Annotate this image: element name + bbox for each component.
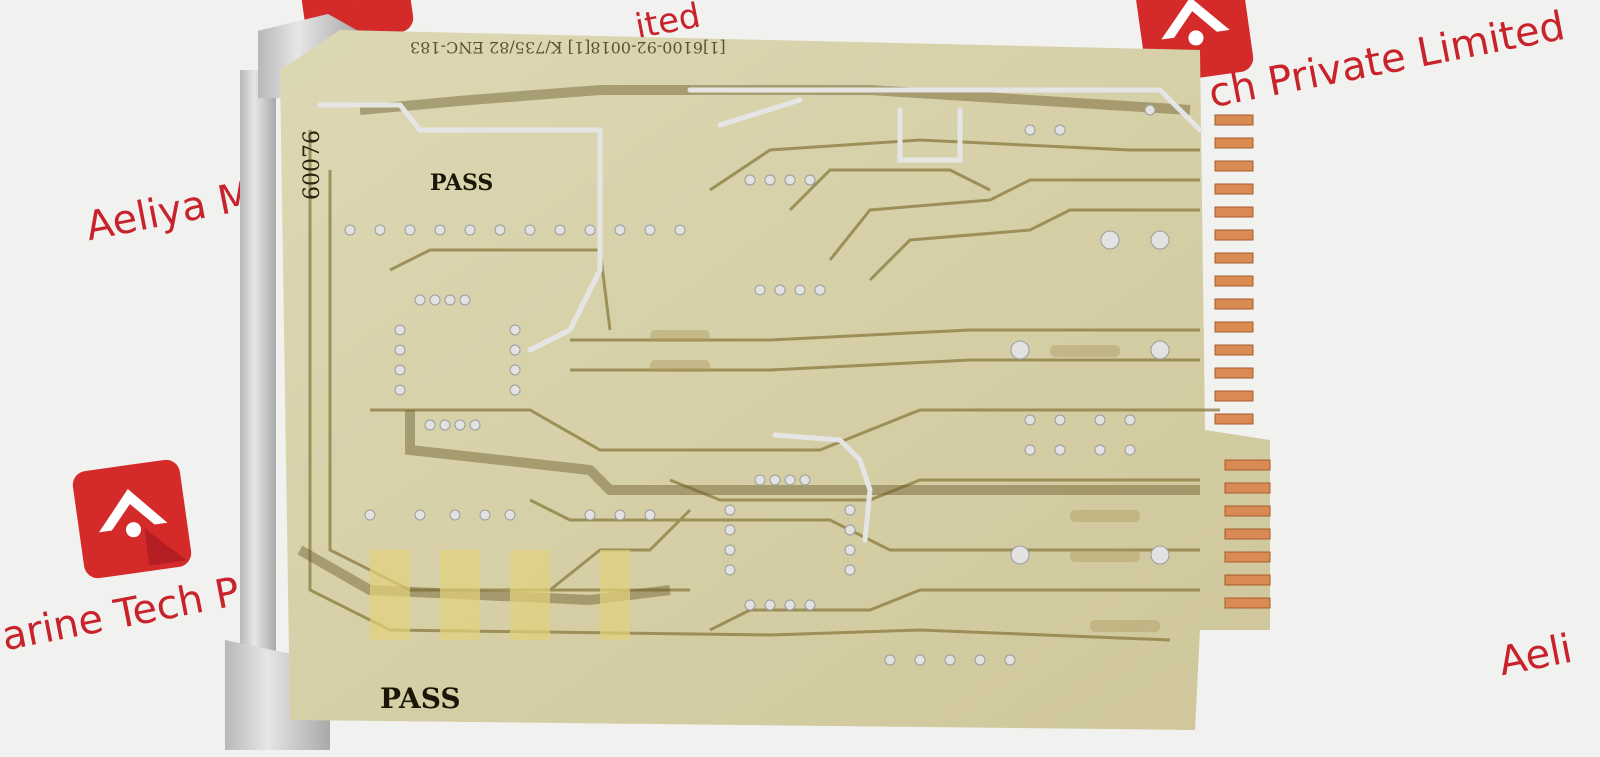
- solder-bus-wire: [317, 87, 1203, 543]
- brand-logo-left: [71, 458, 193, 580]
- pcb-board: [280, 30, 1270, 730]
- resistor-footprints: [650, 330, 1160, 632]
- edge-connector: [1214, 114, 1271, 609]
- copper-traces: [308, 130, 1220, 642]
- capacitor-pads: [370, 550, 630, 640]
- metal-mounting-bracket: [240, 70, 276, 730]
- pass-stamp-top: PASS: [430, 170, 494, 196]
- home-arrow-logo-icon: [1161, 0, 1230, 46]
- board-part-number: [1]6100-92-0018[1] K/735/82 ENC-183: [410, 38, 726, 57]
- board-serial-number: 60076: [300, 130, 325, 200]
- pass-stamp-bottom: PASS: [380, 682, 461, 715]
- home-arrow-logo-icon: [98, 489, 187, 566]
- watermark-brand-primary-right: Aeli: [1495, 625, 1576, 686]
- component-pads: [344, 104, 1170, 666]
- brand-logo-top-right: [1133, 0, 1255, 85]
